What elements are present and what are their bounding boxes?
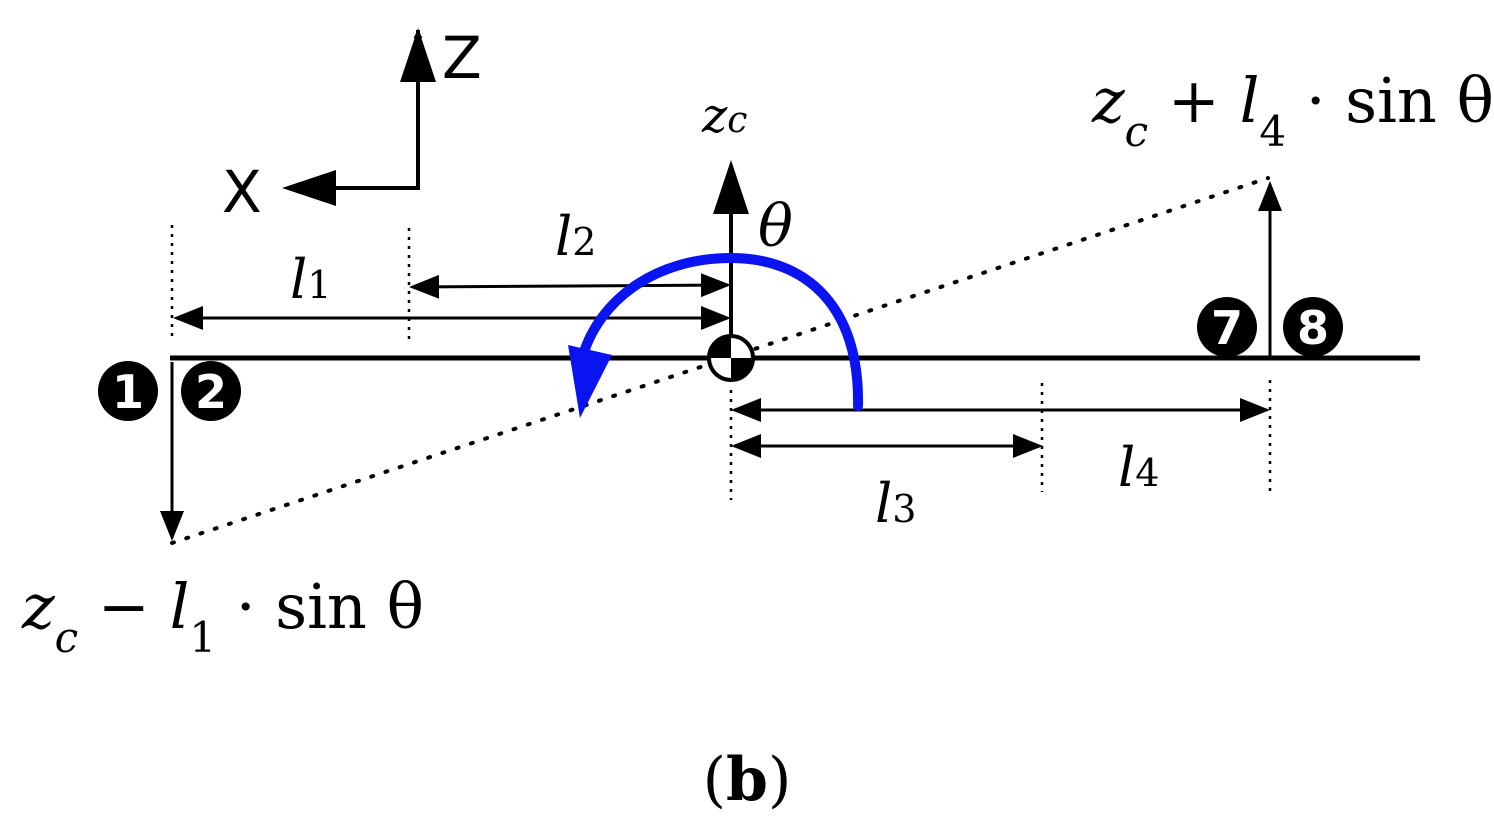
z-axis-arrowhead xyxy=(400,28,436,82)
l1-label: l1 xyxy=(290,248,331,311)
marker-8: 8 xyxy=(1283,297,1343,357)
pivot-symbol xyxy=(707,334,755,382)
marker-7: 7 xyxy=(1197,297,1257,357)
right-displacement-expression: zc + l4 · sin θ xyxy=(1091,64,1494,156)
svg-text:7: 7 xyxy=(1211,301,1243,355)
figure-caption: (b) xyxy=(703,745,792,815)
coordinate-frame: Z X xyxy=(222,24,482,226)
center-axis-label: zc xyxy=(701,88,747,144)
l2-dimension xyxy=(409,273,731,299)
svg-text:1: 1 xyxy=(112,365,144,419)
angle-label: θ xyxy=(758,192,793,260)
dimension-arrows xyxy=(173,273,1270,458)
svg-text:8: 8 xyxy=(1297,301,1329,355)
left-displacement-expression: zc − l1 · sin θ xyxy=(21,570,424,662)
x-axis-arrowhead xyxy=(282,170,336,206)
rotation-arc xyxy=(578,252,864,411)
l4-label: l4 xyxy=(1118,436,1159,499)
x-axis-label: X xyxy=(222,158,262,226)
center-axis-arrowhead xyxy=(713,160,749,214)
rotated-beam-dotted xyxy=(170,176,1270,545)
svg-text:2: 2 xyxy=(195,365,227,419)
l3-label: l3 xyxy=(875,472,916,535)
marker-2: 2 xyxy=(181,361,241,421)
rotation-arrowhead xyxy=(568,345,612,418)
l2-label: l2 xyxy=(555,205,596,268)
marker-1: 1 xyxy=(98,361,158,421)
z-axis-label: Z xyxy=(442,24,482,92)
